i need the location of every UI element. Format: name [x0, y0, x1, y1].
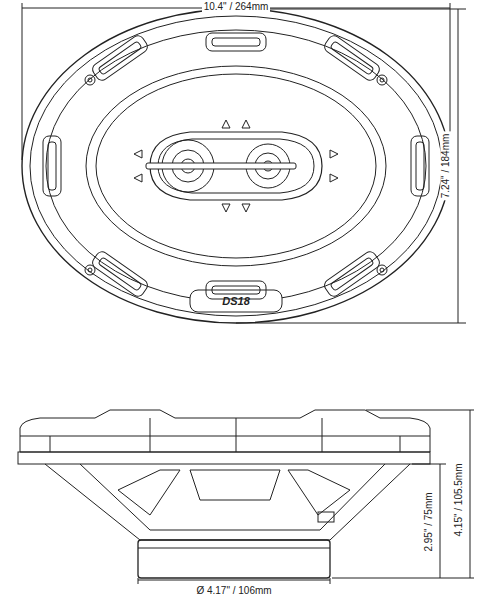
side-view-part: [138, 540, 330, 578]
side-view-part: [138, 548, 330, 549]
top-view-part: [222, 120, 230, 128]
top-view-part: [330, 150, 338, 158]
grille-bar: [90, 249, 149, 298]
dimension-height: 7.24" / 184mm: [440, 132, 452, 201]
side-view-part: [18, 452, 430, 464]
grille-bar-inner: [48, 142, 56, 190]
top-view-part: [22, 9, 450, 323]
side-dimensions-part: [138, 578, 139, 584]
side-dimensions-part: [440, 464, 441, 578]
top-dimensions-part: [236, 323, 466, 324]
top-view-part: [134, 150, 142, 158]
grille-bar-inner: [330, 41, 374, 75]
dimension-depth: 2.95" / 75mm: [423, 490, 435, 553]
dimension-diameter: Ø 4.17" / 106mm: [194, 585, 273, 597]
top-dimensions: [22, 3, 466, 323]
top-view-part: [380, 78, 384, 82]
top-dimensions-part: [22, 3, 23, 160]
top-view-part: [46, 30, 426, 302]
side-dimensions-part: [470, 410, 471, 578]
top-view-part: [242, 120, 250, 128]
top-view-part: [330, 174, 338, 182]
grille-bar: [411, 136, 429, 196]
side-view-part: [190, 470, 280, 500]
grille-bar: [206, 33, 266, 51]
side-dimensions-part: [332, 578, 474, 579]
grille-bar-inner: [98, 257, 142, 291]
brand-logo: DS18: [220, 295, 252, 307]
top-view-part: [146, 163, 296, 169]
top-view-part: [380, 268, 384, 272]
top-view-part: [190, 290, 282, 312]
top-view-part: [96, 74, 376, 258]
top-dimensions-part: [236, 9, 466, 10]
top-dimensions-part: [458, 9, 459, 323]
top-view-part: [222, 204, 230, 212]
grille-bar: [43, 136, 61, 196]
top-view-part: [88, 78, 92, 82]
top-view-part: [86, 66, 386, 266]
dimension-total-depth: 4.15" / 105.5mm: [453, 461, 465, 538]
side-view-part: [118, 470, 180, 515]
side-dimensions-part: [412, 464, 446, 465]
grille-bar-inner: [330, 257, 374, 291]
side-view-part: [50, 418, 400, 452]
side-view-part: [20, 410, 430, 452]
side-view-part: [45, 464, 410, 540]
side-view-part: [80, 464, 385, 530]
top-view-part: [134, 174, 142, 182]
side-dimensions-part: [138, 580, 330, 581]
top-view-part: [30, 16, 442, 316]
grille-bar: [90, 33, 149, 82]
top-view: [22, 9, 450, 323]
grille-bar: [322, 33, 381, 82]
side-view-part: [318, 512, 334, 522]
side-dimensions-part: [366, 410, 474, 411]
grille-bar-inner: [212, 38, 260, 46]
grille-bars: [43, 33, 429, 299]
top-view-part: [377, 75, 387, 85]
grille-bar-inner: [98, 41, 142, 75]
side-view-part: [20, 436, 430, 437]
top-view-part: [88, 268, 92, 272]
top-view-part: [85, 75, 95, 85]
side-dimensions: [138, 410, 474, 584]
grille-bar-inner: [416, 142, 424, 190]
grille-bar: [322, 249, 381, 298]
grille-bar-inner: [212, 286, 260, 294]
dimension-width: 10.4" / 264mm: [202, 1, 271, 13]
side-view: [18, 410, 430, 578]
side-dimensions-part: [330, 578, 331, 584]
side-view-part: [288, 470, 350, 515]
top-view-part: [242, 204, 250, 212]
